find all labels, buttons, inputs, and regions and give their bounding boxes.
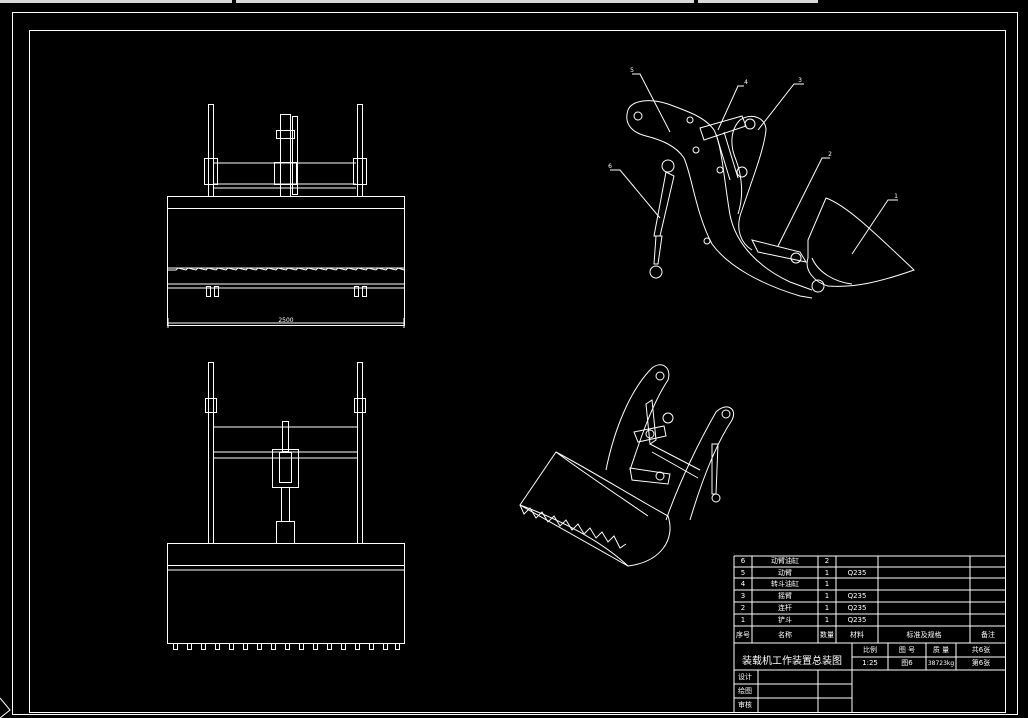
leader-label-5: 5 bbox=[630, 67, 634, 74]
part-no: 3 bbox=[740, 592, 746, 600]
total-sheets: 共6张 bbox=[971, 646, 991, 654]
leader-label-6: 6 bbox=[608, 163, 612, 170]
role-design: 设计 bbox=[738, 673, 752, 681]
sheet-no: 第6张 bbox=[971, 659, 991, 667]
outer-frame bbox=[12, 12, 1018, 715]
header-note: 备注 bbox=[981, 631, 995, 639]
scale-label: 比例 bbox=[863, 646, 877, 654]
leader-4 bbox=[717, 85, 744, 131]
leader-5 bbox=[632, 73, 671, 133]
front-view bbox=[167, 362, 405, 650]
part-name: 动臂油缸 bbox=[771, 557, 799, 565]
leader-6 bbox=[610, 169, 661, 219]
isometric-view bbox=[519, 364, 734, 567]
part-no: 1 bbox=[740, 616, 746, 624]
weight-value: 38723kg bbox=[927, 660, 955, 667]
leader-label-2: 2 bbox=[828, 151, 832, 158]
toolbar-segment bbox=[236, 0, 694, 3]
inner-frame bbox=[29, 30, 1006, 713]
part-qty: 1 bbox=[824, 580, 830, 588]
part-material: Q235 bbox=[847, 569, 867, 577]
part-no: 6 bbox=[740, 557, 746, 565]
part-material: Q235 bbox=[847, 604, 867, 612]
leader-2 bbox=[777, 157, 830, 247]
part-no: 5 bbox=[740, 569, 746, 577]
drawing-no-label: 图 号 bbox=[898, 646, 916, 654]
part-qty: 1 bbox=[824, 569, 830, 577]
leader-label-4: 4 bbox=[744, 79, 748, 86]
part-qty: 1 bbox=[824, 616, 830, 624]
part-no: 4 bbox=[740, 580, 746, 588]
leader-label-1: 1 bbox=[894, 193, 898, 200]
part-name: 动臂 bbox=[778, 569, 792, 577]
toolbar-segment bbox=[698, 0, 818, 3]
header-no: 序号 bbox=[736, 631, 750, 639]
drawing-title: 装载机工作装置总装图 bbox=[742, 656, 842, 667]
header-material: 材料 bbox=[850, 631, 864, 639]
side-view bbox=[610, 73, 915, 299]
part-material: Q235 bbox=[847, 616, 867, 624]
cursor-mark bbox=[0, 697, 11, 718]
part-name: 转斗油缸 bbox=[771, 580, 799, 588]
part-name: 铲斗 bbox=[778, 616, 792, 624]
leader-3 bbox=[757, 83, 804, 131]
toolbar-segment bbox=[0, 0, 232, 3]
header-qty: 数量 bbox=[820, 631, 834, 639]
header-spec: 标准及规格 bbox=[906, 631, 942, 639]
role-review: 审核 bbox=[738, 701, 752, 709]
dimension-label: 2500 bbox=[278, 317, 293, 324]
leader-label-3: 3 bbox=[798, 77, 802, 84]
weight-label: 质 量 bbox=[932, 646, 950, 654]
scale-value: 1:25 bbox=[862, 659, 878, 667]
part-no: 2 bbox=[740, 604, 746, 612]
part-qty: 1 bbox=[824, 604, 830, 612]
toolbar-strip bbox=[0, 0, 1028, 4]
header-name: 名称 bbox=[778, 631, 792, 639]
part-qty: 1 bbox=[824, 592, 830, 600]
part-material: Q235 bbox=[847, 592, 867, 600]
role-draw: 绘图 bbox=[738, 687, 752, 695]
part-qty: 2 bbox=[824, 557, 830, 565]
bucket-teeth bbox=[173, 643, 400, 650]
top-view bbox=[167, 104, 405, 328]
title-block-grid bbox=[733, 555, 1006, 712]
part-name: 连杆 bbox=[778, 604, 792, 612]
leader-1 bbox=[851, 199, 898, 255]
drawing-no-value: 图6 bbox=[901, 659, 913, 667]
part-name: 摇臂 bbox=[778, 592, 792, 600]
